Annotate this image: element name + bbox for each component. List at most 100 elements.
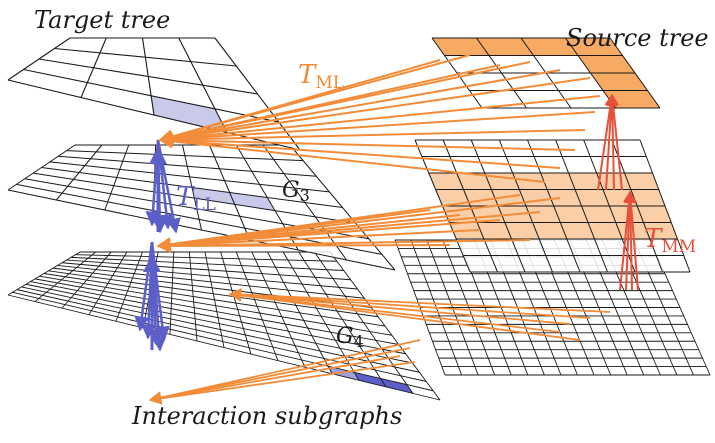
grid-cell-highlight <box>327 366 359 381</box>
grid-line <box>555 139 608 273</box>
grid-line <box>298 251 387 388</box>
grid-line <box>7 189 396 271</box>
grid-cell-highlight <box>525 206 561 223</box>
ll-arrows <box>134 139 181 352</box>
target-bottom-grid <box>7 251 441 401</box>
ml-arrow <box>158 61 531 145</box>
t-mm-label: TMM <box>644 224 697 257</box>
grid-line <box>220 251 252 355</box>
ml-arrow <box>228 288 571 325</box>
ml-arrow <box>158 133 576 151</box>
source-middle-grid <box>414 139 691 273</box>
grid-line <box>43 273 386 327</box>
t-ll-label: TLL <box>176 182 216 215</box>
grid-cell-highlight <box>532 222 567 239</box>
grid-line <box>208 144 251 241</box>
grid-cell-highlight <box>428 173 464 190</box>
grid-line <box>329 251 441 401</box>
grid-cell-highlight <box>456 173 492 190</box>
grid-cell-highlight <box>521 38 578 56</box>
grid-line <box>25 283 413 364</box>
ml-arrow <box>158 54 471 144</box>
grid-line <box>33 172 356 224</box>
grid-line <box>267 251 333 374</box>
ml-arrow <box>148 339 421 404</box>
ml-arrow <box>158 95 601 146</box>
ml-arrow <box>228 289 581 341</box>
grid-line <box>611 139 663 273</box>
grid-line <box>178 37 228 133</box>
grid-line <box>41 167 343 208</box>
ml-arrow <box>156 211 541 252</box>
ml-arrow <box>158 111 596 147</box>
grid-line <box>23 68 279 123</box>
grid-cell-highlight <box>380 378 413 394</box>
ml-arrow <box>148 361 416 405</box>
interaction-subgraphs-label: Interaction subgraphs <box>132 402 403 430</box>
grid-cell-highlight <box>476 38 534 56</box>
grid-line <box>235 251 279 361</box>
grid-line <box>21 286 420 373</box>
ml-arrow <box>148 347 411 404</box>
ml-arrow <box>156 194 521 252</box>
mm-arrow <box>606 93 619 191</box>
grid-line <box>38 58 258 95</box>
grid-cell-highlight <box>491 189 526 206</box>
grid-cell-highlight <box>151 95 227 133</box>
mm-arrow <box>597 93 617 191</box>
grid-line <box>39 275 392 336</box>
grid-cell-highlight <box>609 206 644 223</box>
mm-arrows <box>597 93 639 291</box>
grid-cell-highlight <box>540 173 576 190</box>
grid-line <box>282 251 360 381</box>
grid-line <box>34 278 399 345</box>
mm-arrow <box>624 190 639 291</box>
ml-arrow <box>158 129 586 147</box>
grid-cell-highlight <box>565 38 623 56</box>
grid-cell-highlight <box>637 206 672 223</box>
grid-line <box>583 139 636 273</box>
target-tree-label: Target tree <box>34 6 171 34</box>
mm-arrow <box>605 93 618 191</box>
source-tree-label: Source tree <box>566 24 709 52</box>
grid-cell-highlight <box>624 173 659 190</box>
ml-arrow <box>158 77 591 146</box>
grid-cell-highlight <box>560 222 595 239</box>
grid-cell-highlight <box>504 222 540 239</box>
t-ml-label: TML <box>298 60 345 93</box>
ml-arrow <box>148 355 401 405</box>
grid-cell-highlight <box>630 189 665 206</box>
grid-line <box>639 139 691 273</box>
ml-arrow <box>228 288 611 313</box>
grid-line <box>251 251 306 368</box>
grid-line <box>314 251 414 394</box>
ml-arrow <box>156 197 561 252</box>
ml-arrow <box>156 229 481 253</box>
grid-line <box>7 294 441 401</box>
ml-arrows <box>148 54 611 405</box>
grid-cell-highlight <box>547 189 582 206</box>
grid-line <box>262 144 348 261</box>
grid-cell-highlight <box>553 206 589 223</box>
grid-cell-highlight <box>643 222 678 239</box>
grid-cell-highlight <box>477 222 512 239</box>
grid-cell-highlight <box>192 187 235 205</box>
grid-cell-highlight <box>354 372 386 387</box>
grid-cell-highlight <box>590 73 648 91</box>
ml-arrow <box>158 133 561 169</box>
grid-cell-highlight <box>435 189 471 206</box>
grid-cell-highlight <box>581 206 616 223</box>
grid-cell-highlight <box>588 222 623 239</box>
grid-line <box>30 281 406 355</box>
ml-arrow <box>158 134 546 183</box>
grid-cell-highlight <box>575 189 610 206</box>
ml-arrow <box>156 238 531 253</box>
g3-level-label: G3 <box>282 178 310 205</box>
grid-line <box>609 37 661 109</box>
grid-line <box>12 291 434 392</box>
ml-arrow <box>228 288 591 319</box>
grid-cell-highlight <box>578 55 635 73</box>
grid-line <box>24 178 369 240</box>
mm-arrow <box>607 93 623 191</box>
